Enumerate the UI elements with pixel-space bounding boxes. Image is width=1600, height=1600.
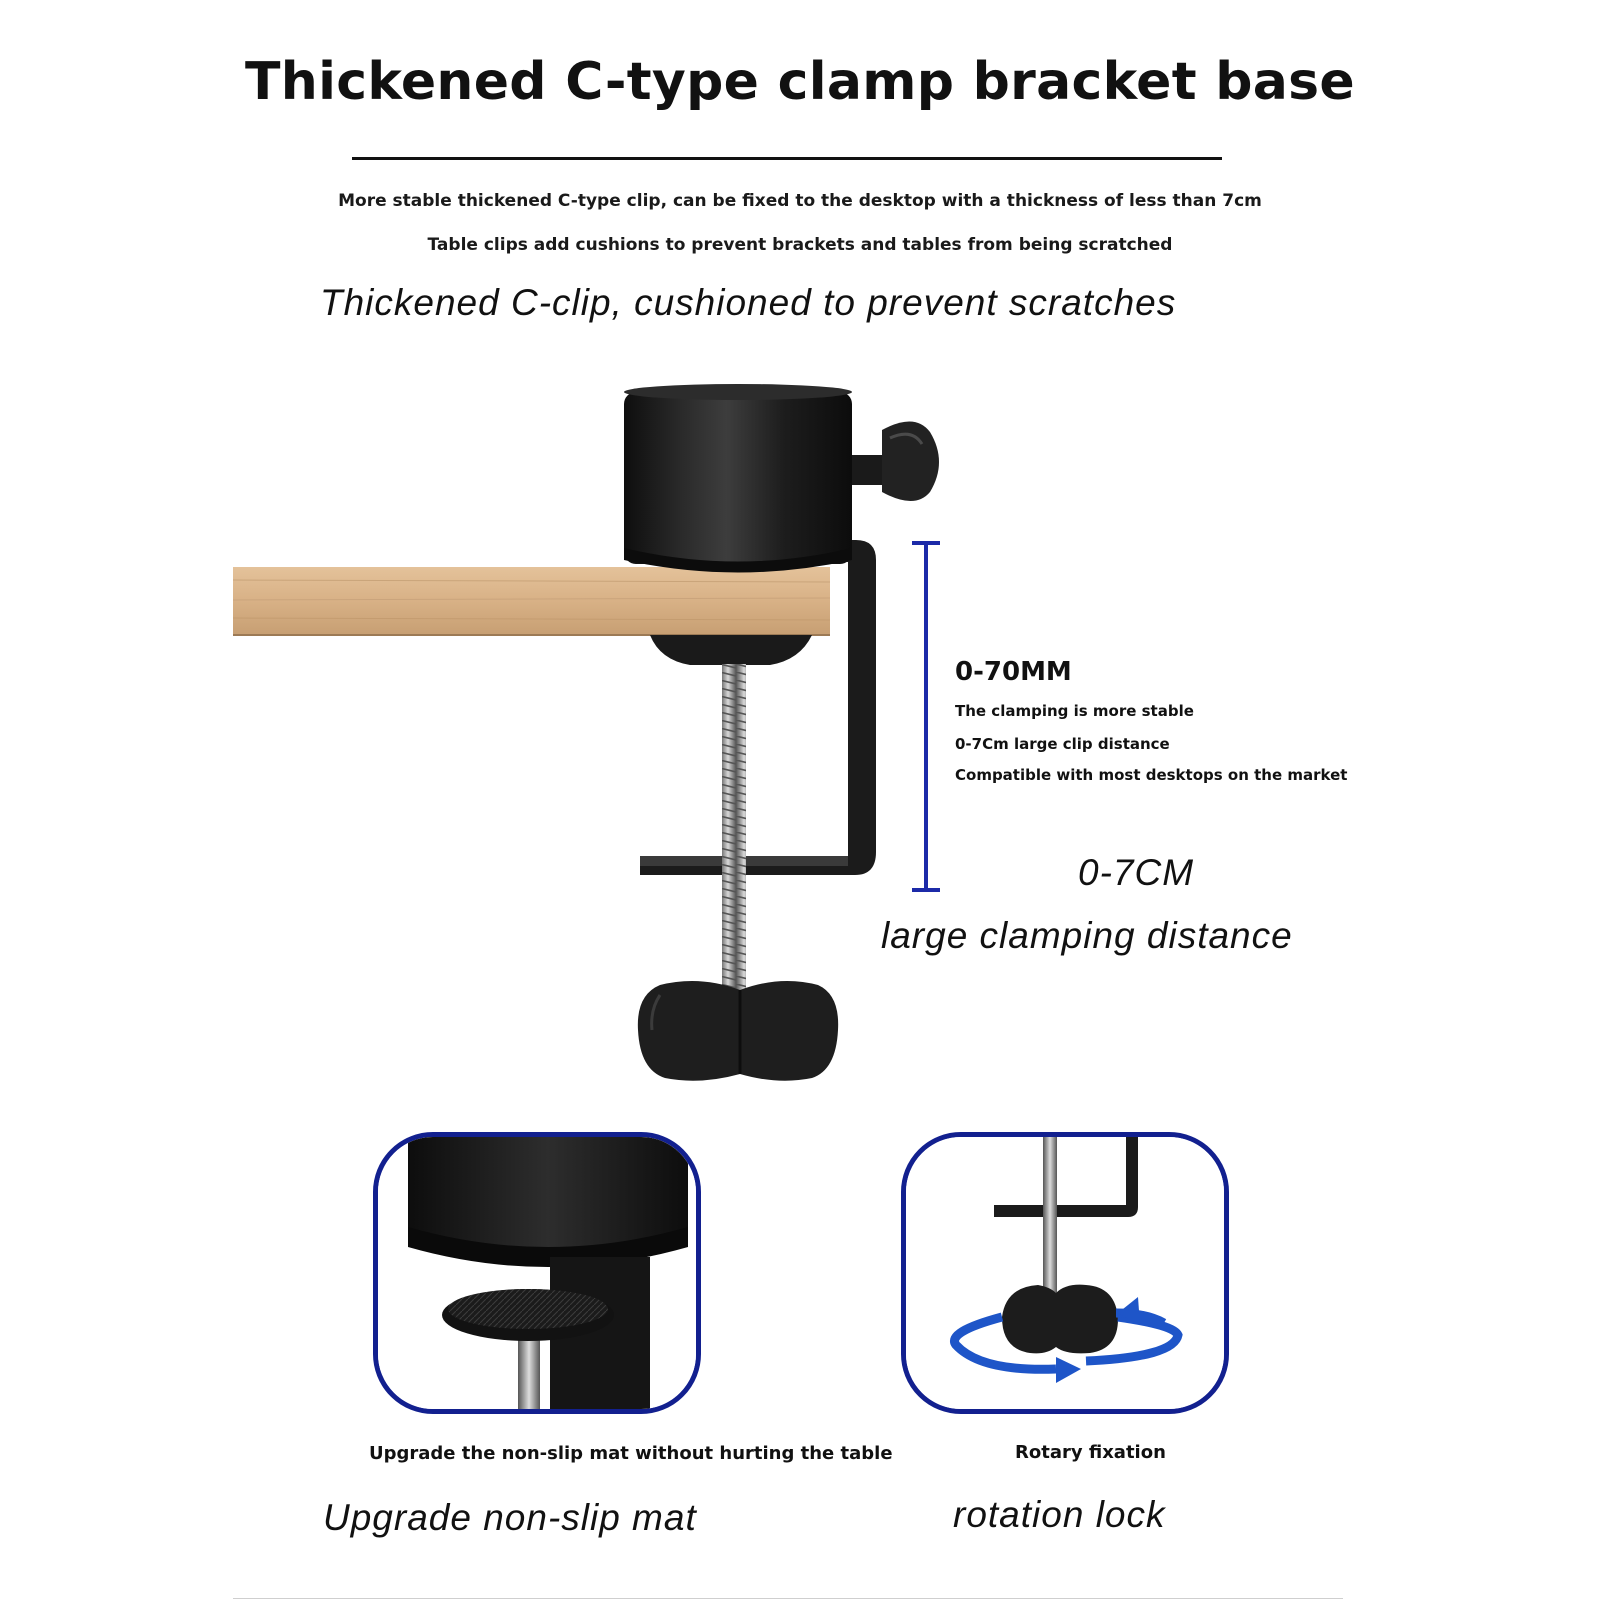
subtitle-line-1: More stable thickened C-type clip, can b… [338, 191, 1262, 211]
feature-title-rotation: rotation lock [953, 1494, 1166, 1535]
bottom-knob [637, 981, 839, 1081]
clamp-cylinder [624, 384, 852, 573]
subtitle-line-2: Table clips add cushions to prevent brac… [427, 235, 1173, 255]
c-frame [640, 540, 876, 875]
page-title: Thickened C-type clamp bracket base [245, 52, 1355, 112]
bottom-divider [233, 1598, 1343, 1599]
measurement-bar [912, 541, 940, 892]
threaded-screw [722, 664, 746, 994]
rotation-arrows-icon [906, 1137, 1224, 1409]
clamp-distance-value: 0-7CM [1078, 852, 1195, 893]
c-clamp-icon [232, 384, 940, 1081]
feature-title-mat: Upgrade non-slip mat [323, 1497, 697, 1538]
feature-frame-rotation [901, 1132, 1229, 1414]
side-knob [852, 421, 939, 501]
range-label: 0-70MM [955, 657, 1072, 687]
feature-frame-mat [373, 1132, 701, 1414]
tagline: Thickened C-clip, cushioned to prevent s… [320, 282, 1177, 323]
spec-line-2: 0-7Cm large clip distance [955, 735, 1170, 753]
clamp-distance-caption: large clamping distance [881, 915, 1293, 956]
spec-line-3: Compatible with most desktops on the mar… [955, 766, 1348, 784]
pressure-pad [650, 635, 812, 665]
non-slip-mat-icon [378, 1137, 696, 1409]
feature-caption-mat: Upgrade the non-slip mat without hurting… [369, 1443, 893, 1464]
title-divider [352, 157, 1222, 160]
feature-caption-rotation: Rotary fixation [1015, 1442, 1166, 1463]
desk-board [232, 567, 831, 636]
spec-line-1: The clamping is more stable [955, 702, 1194, 720]
